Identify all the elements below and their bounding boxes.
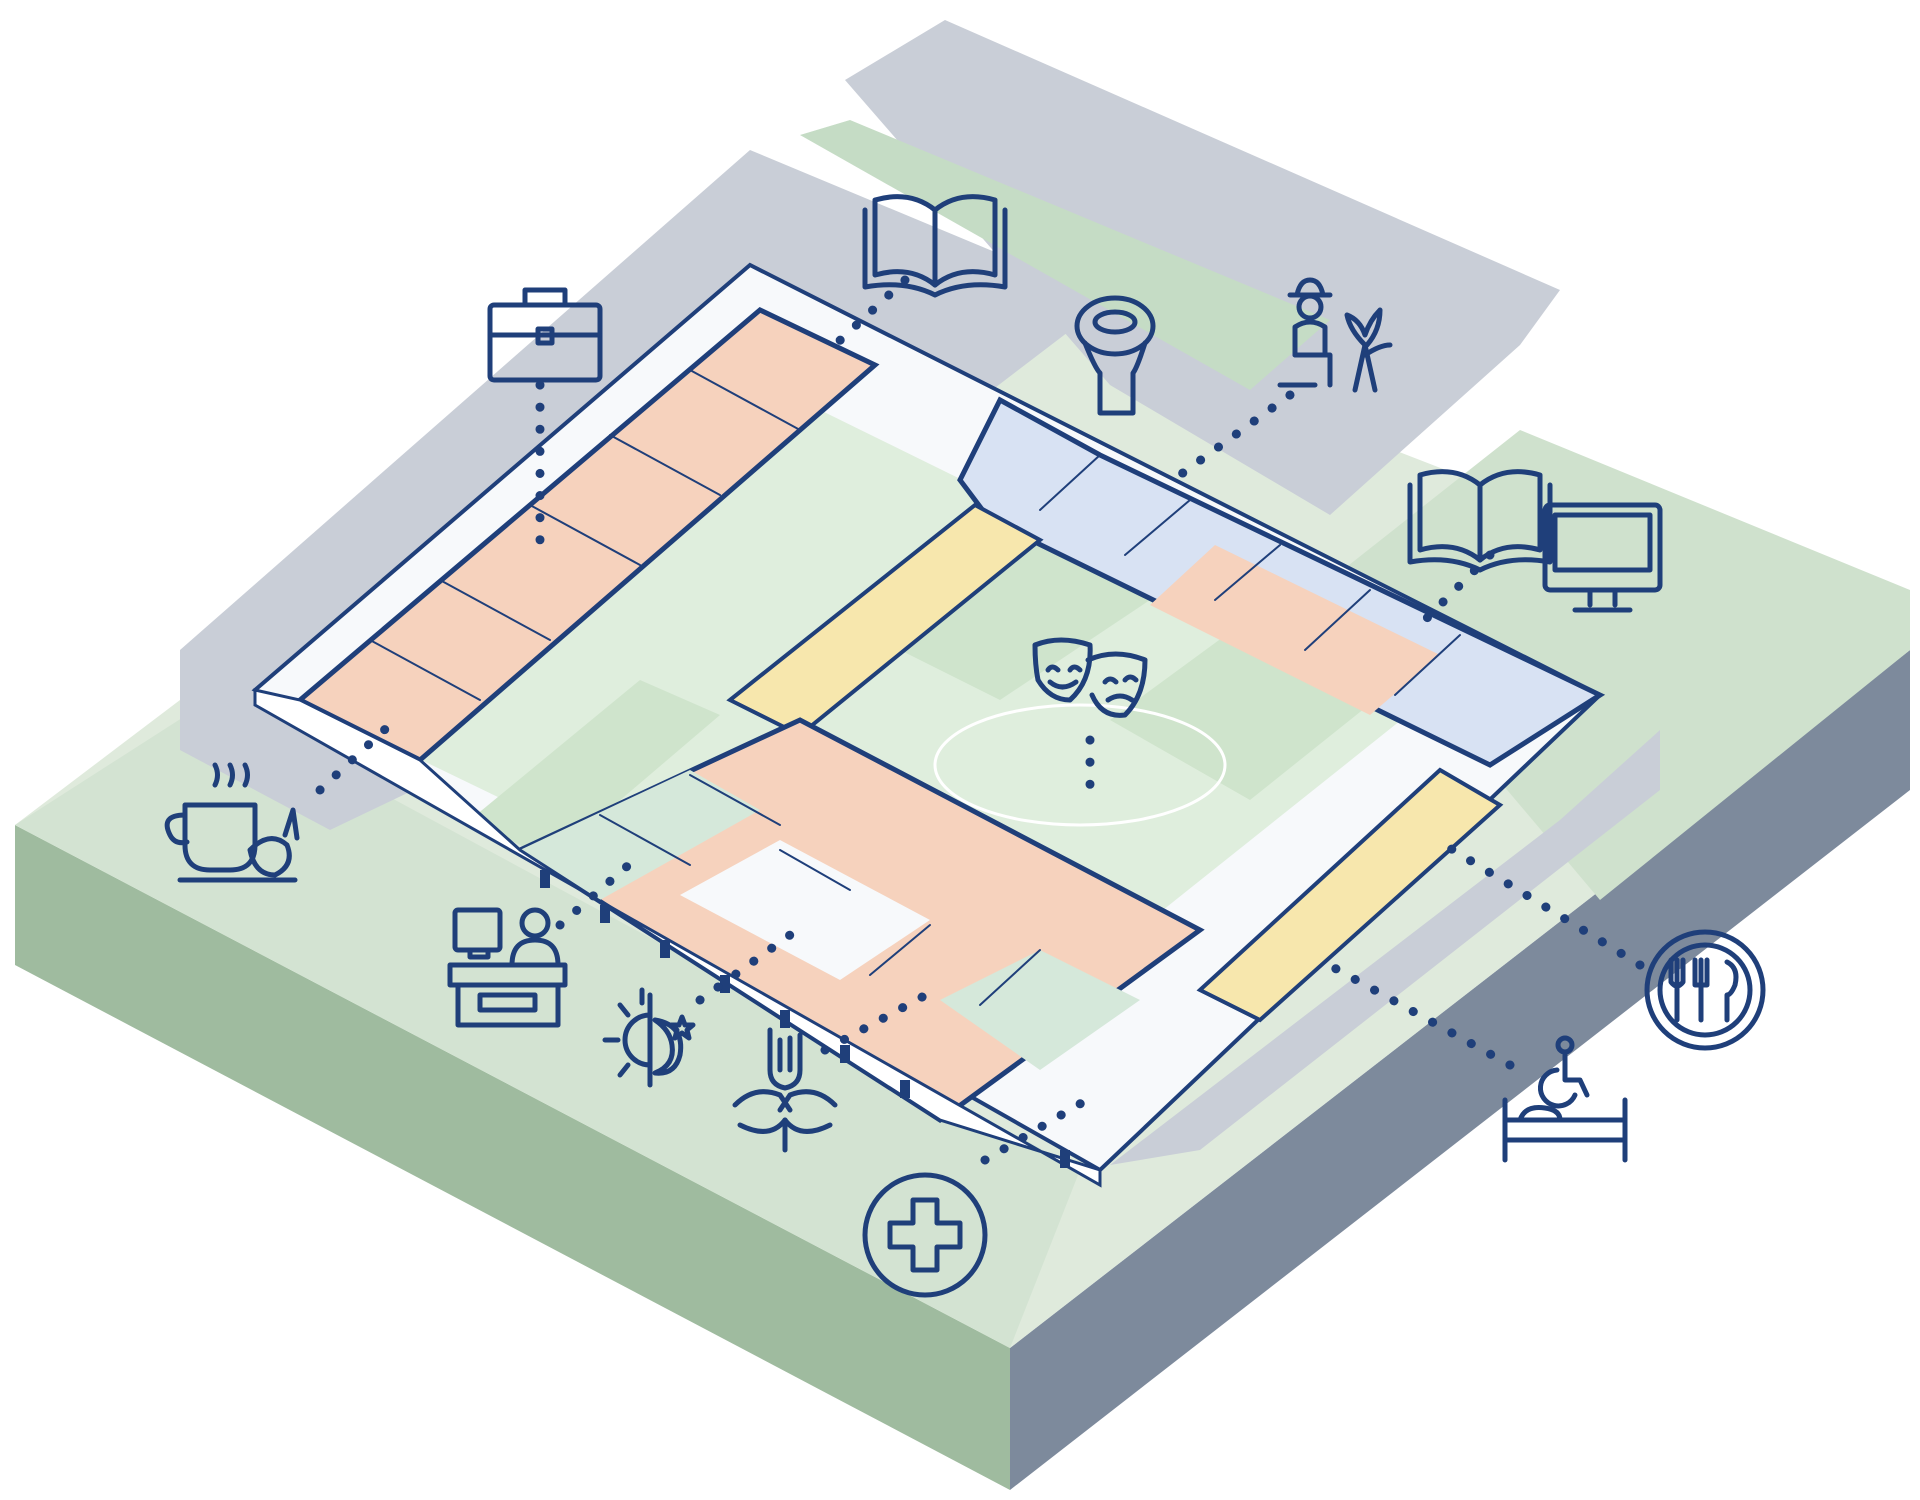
amphitheatre	[933, 703, 1227, 827]
west-wing-partitions	[369, 369, 801, 701]
book-reading-icon	[1407, 469, 1553, 573]
leader-lines	[315, 275, 1645, 1165]
medical-cross-icon	[862, 1172, 988, 1298]
south-wing-care-rooms	[520, 770, 760, 900]
front-facade	[253, 688, 1102, 1188]
lawn-right	[1330, 430, 1910, 900]
accessible-bedroom-icon	[1502, 1035, 1628, 1163]
south-wing-medical-rooms	[940, 950, 1140, 1070]
leader-gardening	[1175, 390, 1295, 480]
leader-dining	[1440, 840, 1645, 970]
ground-side-right	[1010, 650, 1910, 1490]
east-inner-wing	[726, 502, 1044, 738]
north-wing-partitions	[1039, 454, 1461, 696]
theatre-masks-icon	[1032, 637, 1148, 718]
reception-desk-icon	[447, 907, 568, 1028]
gardening-person-icon	[1277, 277, 1393, 393]
building-block	[251, 262, 1606, 1188]
south-wing-partitions	[599, 774, 1041, 1006]
leader-cafe	[315, 715, 400, 795]
day-night-icon	[602, 987, 696, 1088]
computer-monitor-icon	[1542, 502, 1663, 613]
leader-library	[830, 275, 910, 350]
office-briefcase-icon	[487, 287, 603, 383]
library-book-icon	[862, 194, 1008, 298]
leader-medical	[980, 1090, 1100, 1165]
south-wing-white-rooms	[680, 840, 930, 980]
dining-plate-cutlery-icon	[1644, 929, 1766, 1051]
leader-daynight	[695, 930, 795, 1005]
toilet-icon	[1074, 295, 1156, 416]
front-windows	[540, 870, 1070, 1168]
green-strip-top	[800, 120, 1330, 390]
cafe-coffee-cup-icon	[164, 762, 300, 883]
ground-side-left	[15, 825, 1010, 1490]
leader-reception	[555, 850, 645, 930]
leader-bedroom	[1315, 955, 1515, 1070]
courtyard-green-patch-1	[470, 680, 720, 860]
community-hands-icon	[732, 1027, 838, 1153]
south-east-wing	[1196, 767, 1504, 1023]
leader-community	[820, 985, 940, 1055]
north-wing-orange-rooms	[1150, 545, 1440, 715]
